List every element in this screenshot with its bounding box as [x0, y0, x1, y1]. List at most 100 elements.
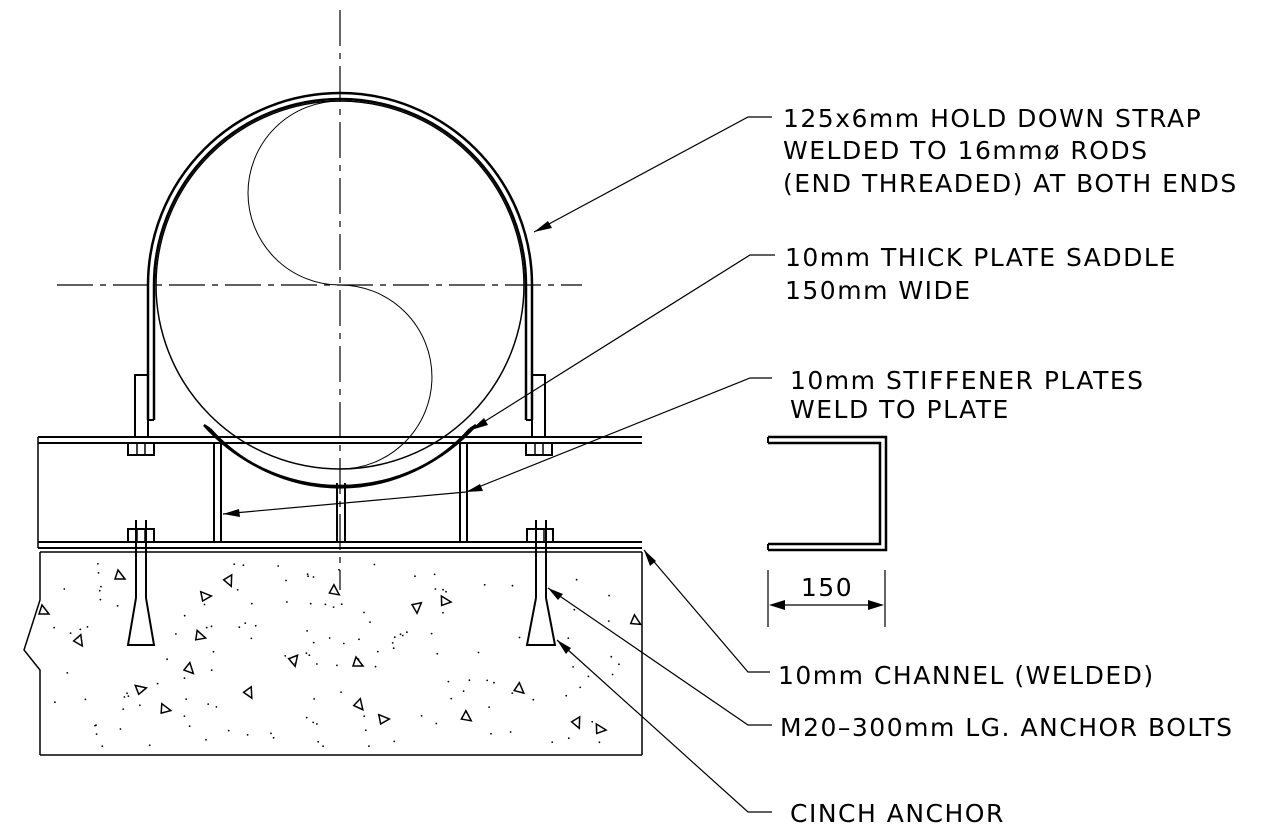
aggregate-dot [185, 698, 188, 700]
aggregate-dot [284, 655, 287, 657]
aggregate-dot [435, 722, 438, 725]
aggregate-dot [434, 588, 437, 590]
aggregate-dot [99, 598, 102, 601]
aggregate-dot [205, 738, 207, 741]
strap-label-line-3: (END THREADED) AT BOTH ENDS [783, 169, 1238, 198]
channel-label: 10mm CHANNEL (WELDED) [778, 661, 1155, 690]
cinch-anchor-label: CINCH ANCHOR [790, 799, 1005, 828]
aggregate-dot [462, 690, 465, 693]
aggregate-dot [175, 633, 177, 635]
aggregate-triangle [629, 613, 643, 626]
aggregate-dot [254, 624, 257, 627]
aggregate-dot [328, 637, 331, 639]
aggregate-dot [618, 663, 620, 666]
aggregate-dot [393, 636, 396, 639]
aggregate-dot [598, 741, 601, 744]
aggregate-dot [122, 708, 125, 710]
aggregate-dot [450, 697, 453, 700]
aggregate-dot [212, 650, 215, 653]
aggregate-triangle [160, 702, 173, 715]
aggregate-dot [363, 715, 366, 718]
aggregate-dot [139, 704, 141, 707]
aggregate-triangle [134, 684, 149, 696]
aggregate-dot [84, 698, 87, 701]
center-lines [57, 10, 582, 590]
aggregate-dot [342, 642, 345, 645]
aggregate-dot [509, 731, 512, 733]
aggregate-triangle [72, 633, 84, 648]
aggregate-triangle [595, 722, 608, 735]
aggregate-dot [324, 603, 327, 606]
aggregate-triangle [194, 628, 208, 641]
aggregate-dot [210, 625, 213, 628]
aggregate-dot [98, 589, 101, 592]
aggregate-dot [357, 658, 360, 660]
aggregate-dot [374, 665, 377, 668]
aggregate-dot [306, 573, 309, 576]
aggregate-dot [317, 740, 320, 743]
aggregate-triangle [351, 655, 365, 667]
annotations: 125x6mm HOLD DOWN STRAP WELDED TO 16mmø … [778, 104, 1238, 828]
aggregate-dot [420, 715, 423, 717]
aggregate-dot [608, 594, 610, 597]
aggregate-dot [406, 631, 408, 634]
concrete-foundation [23, 551, 643, 756]
aggregate-dot [63, 588, 66, 590]
aggregate-dot [373, 563, 376, 566]
aggregate-dot [430, 632, 433, 635]
aggregate-dot [551, 741, 554, 743]
aggregate-dot [166, 658, 169, 661]
aggregate-dot [66, 672, 69, 674]
aggregate-dot [215, 706, 218, 708]
aggregate-dot [565, 694, 568, 697]
dimension-arrow [868, 600, 884, 610]
aggregate-dot [369, 621, 371, 623]
aggregate-dot [188, 725, 191, 728]
aggregate-dot [322, 745, 324, 748]
concrete-aggregate [37, 563, 643, 748]
aggregate-dot [488, 706, 490, 708]
stiffener-label-line-2: WELD TO PLATE [790, 395, 1010, 424]
aggregate-dot [445, 590, 447, 593]
aggregate-dot [364, 729, 367, 732]
aggregate-dot [391, 642, 394, 644]
aggregate-dot [368, 745, 370, 747]
strap-rods [134, 374, 546, 438]
aggregate-dot [126, 692, 128, 695]
aggregate-dot [477, 651, 480, 654]
leader-lines [222, 116, 775, 813]
aggregate-dot [305, 652, 308, 655]
width-dimension: 150 [767, 570, 886, 627]
aggregate-dot [242, 564, 245, 567]
aggregate-dot [610, 655, 613, 658]
aggregate-triangle [222, 573, 233, 588]
aggregate-triangle [182, 661, 195, 675]
aggregate-dot [116, 605, 119, 607]
aggregate-dot [97, 572, 100, 574]
aggregate-dot [316, 723, 318, 725]
aggregate-dot [572, 666, 574, 668]
aggregate-dot [587, 675, 590, 678]
aggregate-dot [363, 611, 365, 614]
aggregate-dot [567, 737, 570, 740]
aggregate-dot [433, 573, 436, 576]
aggregate-triangle [113, 568, 127, 580]
saddle-plate [203, 423, 477, 489]
aggregate-dot [312, 576, 315, 578]
aggregate-dot [244, 622, 247, 624]
aggregate-dot [414, 575, 416, 578]
aggregate-dot [567, 637, 570, 639]
aggregate-dot [607, 620, 610, 622]
aggregate-triangle [460, 709, 473, 722]
aggregate-dot [285, 579, 287, 582]
aggregate-triangle [328, 583, 341, 596]
aggregate-dot [95, 733, 98, 735]
channel-end-section [767, 435, 888, 552]
aggregate-dot [69, 632, 72, 634]
aggregate-dot [316, 663, 318, 665]
aggregate-triangle [242, 685, 253, 700]
aggregate-dot [77, 636, 79, 639]
aggregate-dot [156, 682, 159, 685]
aggregate-triangle [570, 715, 581, 730]
